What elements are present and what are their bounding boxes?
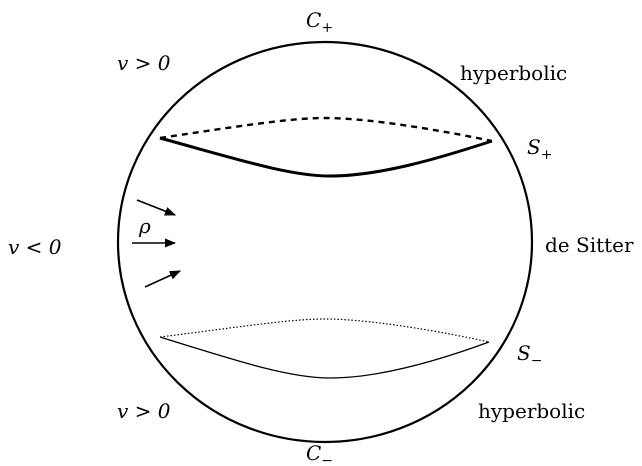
rho-arrow-upper <box>136 199 177 216</box>
label-s-minus: S− <box>517 341 542 369</box>
label-v-middle: v < 0 <box>8 235 62 259</box>
boundary-circle <box>116 40 534 444</box>
s-minus-solid-curve <box>159 336 490 379</box>
label-c-minus: C− <box>306 441 333 466</box>
label-region-bottom: hyperbolic <box>478 399 585 423</box>
label-v-top: v > 0 <box>117 51 171 75</box>
label-s-plus: S+ <box>527 135 552 163</box>
label-c-plus: C+ <box>306 8 333 36</box>
s-plus-solid-curve <box>159 136 493 178</box>
label-region-top: hyperbolic <box>460 61 567 85</box>
label-v-bottom: v > 0 <box>117 399 171 423</box>
label-region-middle: de Sitter <box>545 233 634 257</box>
s-minus-dotted-curve <box>159 318 490 343</box>
rho-arrow-lower <box>144 270 182 288</box>
label-rho: ρ <box>138 214 151 238</box>
s-plus-dashed-curve <box>159 116 493 143</box>
